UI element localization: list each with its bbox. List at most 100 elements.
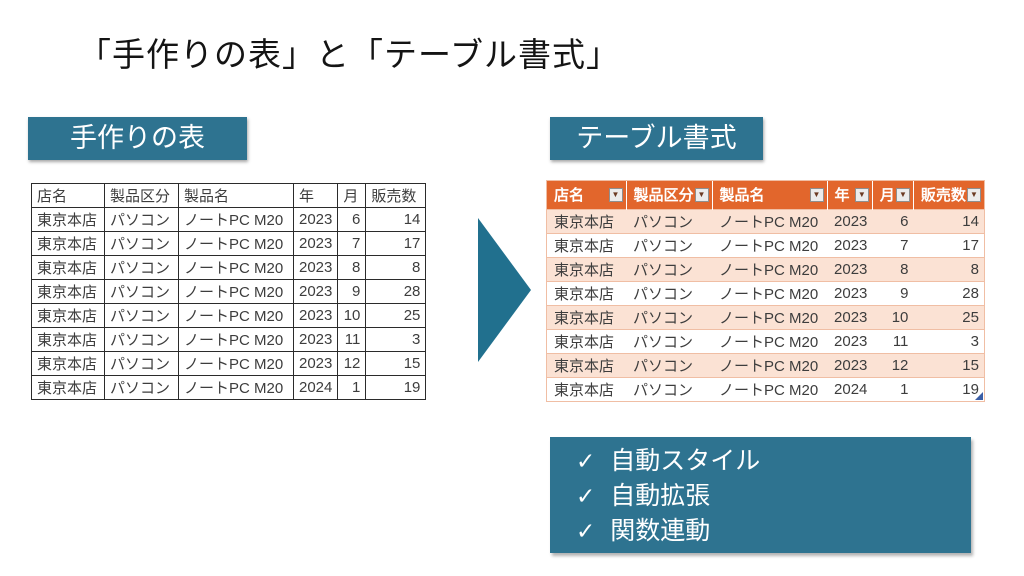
table-cell: 11 [337,327,367,352]
table-cell: 28 [365,279,427,304]
table-cell: 8 [337,255,367,280]
column-header: 年▼ [827,181,873,209]
column-header: 製品区分 [104,183,179,208]
filter-dropdown-button[interactable]: ▼ [854,187,869,202]
table-cell: 2023 [292,327,339,352]
table-cell: 2024 [292,375,339,400]
table-cell: 2023 [292,279,339,304]
table-cell: 2023 [834,260,868,278]
filter-dropdown-button[interactable]: ▼ [895,187,910,202]
table-cell: 15 [365,351,427,376]
table-cell: ノートPC M20 [719,261,819,279]
table-cell: ノートPC M20 [178,231,294,256]
table-cell: 7 [900,236,909,254]
filter-dropdown-button[interactable]: ▼ [809,187,824,202]
table-cell: ノートPC M20 [178,279,294,304]
table-cell: 東京本店 [31,279,105,304]
header-row: 店名製品区分製品名年月販売数 [31,183,427,208]
table-cell: ノートPC M20 [719,309,819,327]
table-cell: 東京本店 [31,231,105,256]
table-cell: 14 [365,207,427,232]
column-header: 店名▼ [547,181,627,209]
table-cell: 19 [962,380,979,398]
table-cell: パソコン [104,231,179,256]
table-cell: ノートPC M20 [178,207,294,232]
benefit-label: 関数連動 [610,517,711,545]
table-cell: 8 [365,255,427,280]
table-cell: 7 [337,231,367,256]
table-cell: ノートPC M20 [178,327,294,352]
table-cell: 東京本店 [554,357,615,375]
table-cell: 東京本店 [554,285,615,303]
table-cell: ノートPC M20 [719,237,819,255]
filter-dropdown-button[interactable]: ▼ [608,187,623,202]
table-cell: 12 [891,356,909,374]
table-cell: パソコン [104,279,179,304]
table-cell: 2023 [834,308,868,326]
table-cell: 14 [962,212,979,230]
check-icon: ✓ [576,518,596,544]
table-cell: 東京本店 [554,309,615,327]
table-cell: パソコン [104,351,179,376]
table-cell: ノートPC M20 [178,303,294,328]
table-cell: 6 [337,207,367,232]
table-cell: 2023 [292,207,339,232]
table-cell: 東京本店 [31,327,105,352]
table-cell: ノートPC M20 [719,213,819,231]
column-header: 販売数 [365,183,427,208]
table-cell: 2023 [834,356,868,374]
header-row: 店名▼製品区分▼製品名▼年▼月▼販売数▼ [547,181,984,209]
table-cell: 25 [365,303,427,328]
table-cell: 2024 [834,380,868,398]
table-cell: パソコン [633,381,694,399]
table-cell: 東京本店 [554,213,615,231]
table-cell: 2023 [292,351,339,376]
table-cell: ノートPC M20 [719,381,819,399]
table-cell: パソコン [104,207,179,232]
table-cell: 東京本店 [31,351,105,376]
table-cell: 10 [891,308,909,326]
table-cell: ノートPC M20 [178,375,294,400]
table-resize-handle-icon[interactable] [974,392,983,400]
table-cell: 東京本店 [554,237,615,255]
table-cell: 3 [365,327,427,352]
table-cell: パソコン [633,213,694,231]
column-header: 製品名▼ [712,181,828,209]
table-cell: 12 [337,351,367,376]
table-cell: 25 [962,308,979,326]
table-cell: 東京本店 [31,255,105,280]
table-cell: パソコン [633,357,694,375]
table-cell: 2023 [834,236,868,254]
table-cell: パソコン [633,261,694,279]
table-cell: 11 [892,332,909,350]
table-cell: 2023 [834,284,868,302]
filter-dropdown-button[interactable]: ▼ [966,187,981,202]
table-cell: 東京本店 [31,207,105,232]
table-cell: ノートPC M20 [178,351,294,376]
filter-dropdown-button[interactable]: ▼ [694,187,709,202]
table-cell: 2023 [292,255,339,280]
table-cell: 19 [365,375,427,400]
benefits-list: ✓自動スタイル✓自動拡張✓関数連動 [576,444,971,549]
table-cell: 2023 [834,212,868,230]
table-cell: 東京本店 [554,261,615,279]
table-cell: 東京本店 [31,303,105,328]
column-header: 年 [292,183,339,208]
table-cell: 2023 [292,231,339,256]
benefit-label: 自動スタイル [610,447,761,475]
table-cell: パソコン [633,237,694,255]
